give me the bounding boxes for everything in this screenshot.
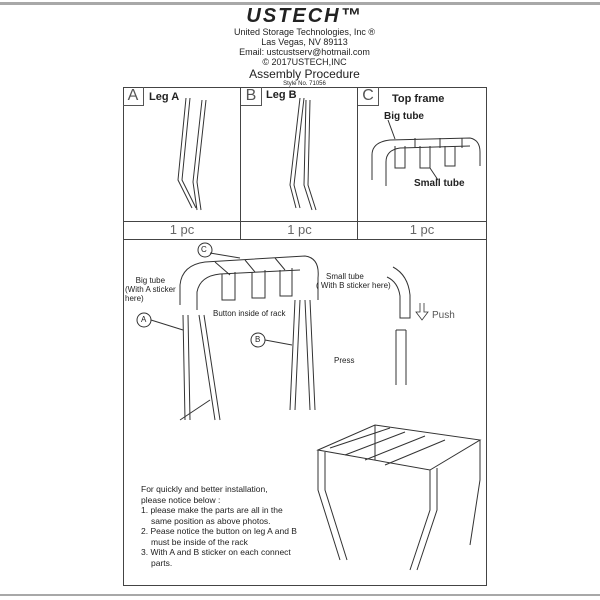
part-cell-a: A Leg A 1 pc <box>123 87 241 239</box>
button-note: Button inside of rack <box>213 309 286 318</box>
assembly-sheet <box>123 87 487 586</box>
small-tube-line: Small tube <box>326 272 364 281</box>
part-cell-c: C Top frame Big tube Small tube 1 pc <box>358 87 486 239</box>
style-number: Style No. 71056 <box>283 81 326 87</box>
company-name: United Storage Technologies, Inc ® <box>233 27 376 37</box>
part-letter: B <box>241 87 262 106</box>
press-label: Press <box>334 356 355 365</box>
notes-intro: please notice below : <box>141 494 221 505</box>
push-label: Push <box>432 310 455 321</box>
top-frame-drawing <box>371 119 481 186</box>
part-name: Leg A <box>149 91 180 103</box>
note-item: same position as above photos. <box>151 515 271 526</box>
part-letter: A <box>123 87 144 106</box>
note-item: 1. please make the parts are all in the <box>141 505 283 515</box>
copyright: © 2017USTECH,INC <box>262 57 347 67</box>
note-item: 3. With A and B sticker on each connect <box>141 547 291 557</box>
callout-leaders <box>150 319 293 346</box>
page-top-rule <box>0 2 600 5</box>
big-tube-line: (With A sticker <box>125 285 176 294</box>
part-name: Top frame <box>392 93 445 105</box>
company-email: Email: ustcustserv@hotmail.com <box>239 47 370 57</box>
note-item: must be inside of the rack <box>151 536 248 547</box>
notes-intro: For quickly and better installation, <box>141 484 268 494</box>
installation-notes: For quickly and better installation, ple… <box>141 484 297 568</box>
divider <box>123 221 487 222</box>
part-qty: 1 pc <box>169 222 195 237</box>
part-qty: 1 pc <box>287 222 312 237</box>
callout-b: B <box>255 335 261 344</box>
finished-rack-drawing <box>316 424 482 571</box>
doc-title: Assembly Procedure <box>249 67 360 81</box>
note-item: 2. Pease notice the button on leg A and … <box>141 526 297 536</box>
part-letter: C <box>358 87 379 106</box>
big-tube-line: here) <box>125 294 144 303</box>
leg-a-assembly <box>179 314 221 421</box>
callout-circle-c <box>197 242 213 258</box>
callout-a: A <box>141 315 147 324</box>
push-detail <box>386 266 429 385</box>
leg-b-drawing <box>289 97 317 211</box>
company-city: Las Vegas, NV 89113 <box>261 37 348 47</box>
small-tube-label: Small tube <box>414 178 465 189</box>
assembly-frame-drawing <box>179 252 319 310</box>
part-qty: 1 pc <box>409 222 435 237</box>
big-tube-line: Big tube <box>135 276 166 285</box>
big-tube-label: Big tube <box>384 111 424 122</box>
note-item: parts. <box>151 557 173 568</box>
callout-c: C <box>201 245 207 254</box>
leg-b-assembly <box>289 299 316 411</box>
small-tube-line: ( With B sticker here) <box>316 281 391 290</box>
brand-title: USTECH™ <box>246 5 363 27</box>
page-bottom-rule <box>0 594 600 596</box>
small-tube-note: Small tube ( With B sticker here) <box>316 272 391 290</box>
part-name: Leg B <box>266 89 297 101</box>
part-cell-b: B Leg B 1 pc <box>241 87 358 239</box>
big-tube-note: Big tube (With A sticker here) <box>125 276 176 303</box>
divider <box>123 239 487 240</box>
leg-a-drawing <box>177 97 207 211</box>
